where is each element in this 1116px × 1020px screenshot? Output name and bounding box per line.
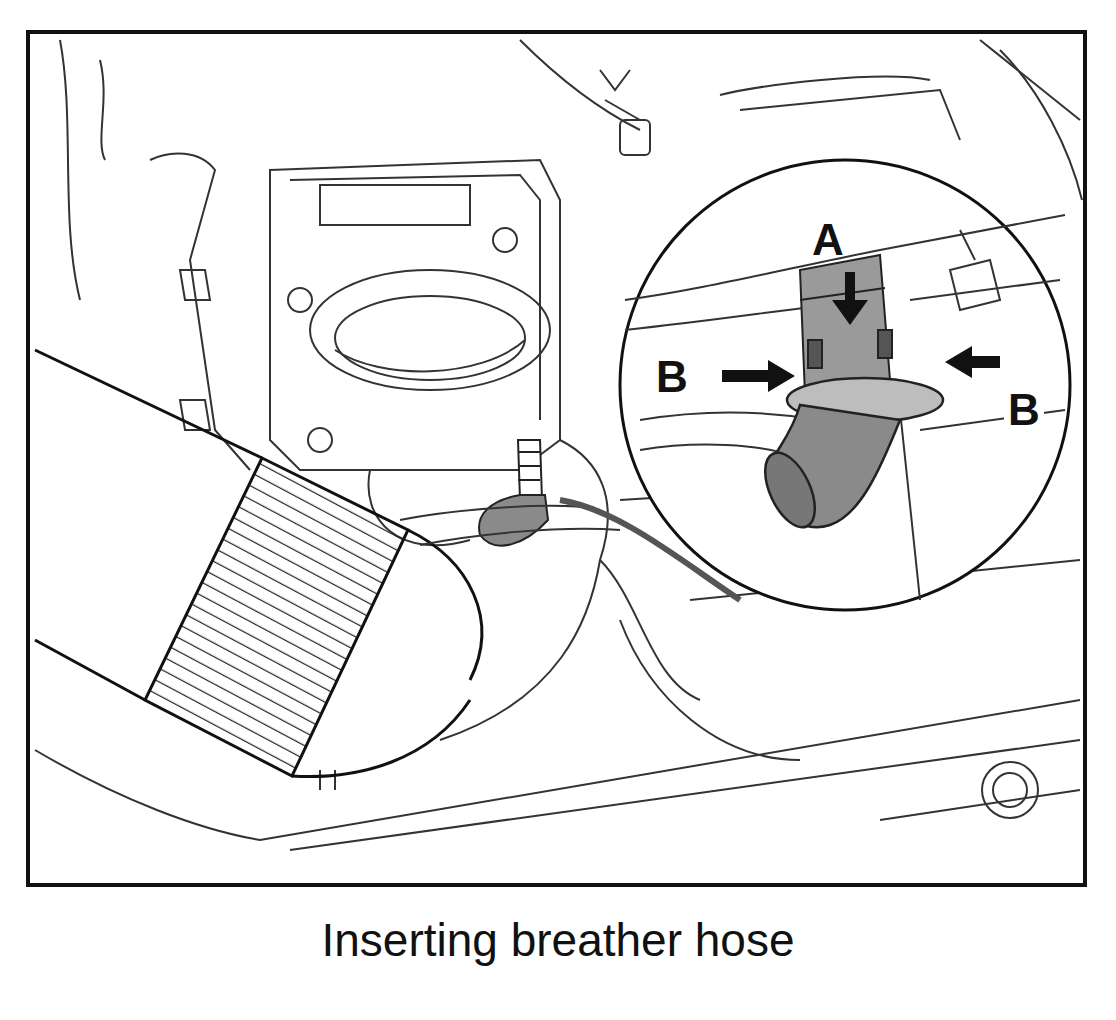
- callout-letter: A: [812, 218, 844, 262]
- callout-letter: B: [656, 355, 688, 399]
- figure-caption: Inserting breather hose: [321, 915, 794, 966]
- callout-letter: B: [1004, 386, 1044, 434]
